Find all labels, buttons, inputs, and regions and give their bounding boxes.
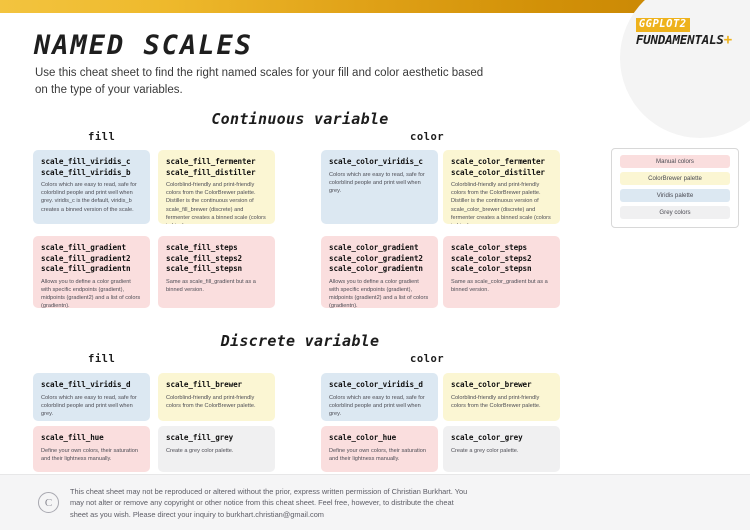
card-scale-color-gradient[interactable]: scale_color_gradient scale_color_gradien… [321, 236, 438, 308]
logo-fundamentals-label: FUNDAMENTALS [635, 32, 724, 47]
card-title-3: scale_fill_stepsn [166, 264, 243, 273]
card-scale-fill-viridis-d[interactable]: scale_fill_viridis_d Colors which are ea… [33, 373, 150, 421]
card-scale-color-hue[interactable]: scale_color_hue Define your own colors, … [321, 426, 438, 472]
card-description: Colorblind-friendly and print-friendly c… [166, 394, 256, 409]
legend-item-viridis: Viridis palette [620, 189, 730, 202]
card-title: scale_color_steps [451, 243, 528, 252]
copyright-icon: C [38, 492, 59, 513]
card-scale-color-brewer[interactable]: scale_color_brewer Colorblind-friendly a… [443, 373, 560, 421]
card-title-2: scale_color_distiller [451, 167, 545, 177]
legend-item-label: ColorBrewer palette [648, 175, 702, 182]
card-description: Create a grey color palette. [451, 447, 519, 454]
card-description: Colorblind-friendly and print-friendly c… [451, 182, 551, 224]
card-title: scale_color_fermenter [451, 157, 545, 166]
card-scale-fill-gradient[interactable]: scale_fill_gradient scale_fill_gradient2… [33, 236, 150, 308]
card-title: scale_fill_fermenter [166, 157, 256, 166]
card-title: scale_fill_steps [166, 243, 238, 252]
logo-fundamentals-text: FUNDAMENTALS+ [636, 32, 732, 48]
card-title: scale_fill_viridis_c [41, 157, 131, 166]
card-description: Define your own colors, their saturation… [329, 447, 427, 462]
section-title-discrete: Discrete variable [220, 332, 380, 350]
card-title-2: scale_fill_distiller [166, 167, 256, 177]
card-scale-fill-grey[interactable]: scale_fill_grey Create a grey color pale… [158, 426, 275, 472]
card-scale-color-viridis-d[interactable]: scale_color_viridis_d Colors which are e… [321, 373, 438, 421]
card-scale-fill-brewer[interactable]: scale_fill_brewer Colorblind-friendly an… [158, 373, 275, 421]
card-description: Allows you to define a color gradient wi… [329, 278, 429, 309]
card-title: scale_fill_grey [166, 433, 234, 442]
card-title: scale_fill_hue [41, 433, 104, 442]
column-label-discrete-fill: fill [88, 353, 116, 365]
card-description: Same as scale_color_gradient but as a bi… [451, 278, 548, 293]
card-title-2: scale_fill_steps2 [166, 253, 243, 263]
legend-item-label: Manual colors [656, 158, 694, 165]
card-title: scale_color_gradient [329, 243, 419, 252]
logo-plus-icon: + [723, 32, 732, 48]
card-title: scale_color_grey [451, 433, 523, 442]
page-subtitle: Use this cheat sheet to find the right n… [35, 67, 484, 96]
legend-box: Manual colors ColorBrewer palette Viridi… [611, 148, 739, 228]
card-title: scale_color_brewer [451, 380, 532, 389]
card-description: Colors which are easy to read, safe for … [329, 171, 425, 194]
card-title: scale_fill_brewer [166, 380, 243, 389]
card-description: Define your own colors, their saturation… [41, 447, 139, 462]
card-scale-color-fermenter[interactable]: scale_color_fermenter scale_color_distil… [443, 150, 560, 224]
card-description: Colorblind-friendly and print-friendly c… [451, 394, 541, 409]
card-scale-color-grey[interactable]: scale_color_grey Create a grey color pal… [443, 426, 560, 472]
card-title-3: scale_fill_gradientn [41, 264, 131, 273]
card-description: Colors which are easy to read, safe for … [329, 394, 425, 417]
legend-item-grey: Grey colors [620, 206, 730, 219]
card-title: scale_color_viridis_d [329, 380, 423, 389]
legend-item-label: Viridis palette [656, 192, 694, 199]
card-description: Colors which are easy to read, safe for … [41, 394, 137, 417]
card-scale-fill-hue[interactable]: scale_fill_hue Define your own colors, t… [33, 426, 150, 472]
card-title-2: scale_fill_gradient2 [41, 253, 131, 263]
card-scale-color-viridis-c[interactable]: scale_color_viridis_c Colors which are e… [321, 150, 438, 224]
card-title-3: scale_color_gradientn [329, 264, 423, 273]
legend-item-label: Grey colors [659, 209, 691, 216]
legend-item-colorbrewer: ColorBrewer palette [620, 172, 730, 185]
section-title-continuous: Continuous variable [211, 110, 389, 128]
page-header: NAMED SCALES Use this cheat sheet to fin… [0, 13, 750, 113]
logo-ggplot2-badge: GGPLOT2 [635, 18, 690, 32]
card-description: Create a grey color palette. [166, 447, 234, 454]
page-title: NAMED SCALES [34, 30, 254, 61]
card-scale-color-steps[interactable]: scale_color_steps scale_color_steps2 sca… [443, 236, 560, 308]
card-title-2: scale_color_gradient2 [329, 253, 423, 263]
card-title-3: scale_color_stepsn [451, 264, 532, 273]
page-footer: C This cheat sheet may not be reproduced… [0, 474, 750, 530]
card-description: Colorblind-friendly and print-friendly c… [166, 182, 266, 224]
card-title: scale_fill_viridis_d [41, 380, 131, 389]
top-accent-bar [0, 0, 750, 13]
brand-logo: GGPLOT2 FUNDAMENTALS+ [635, 14, 732, 48]
card-title-2: scale_color_steps2 [451, 253, 532, 263]
card-title-2: scale_fill_viridis_b [41, 167, 131, 177]
card-title: scale_color_viridis_c [329, 157, 423, 166]
column-label-continuous-color: color [410, 131, 445, 143]
card-description: Same as scale_fill_gradient but as a bin… [166, 278, 256, 293]
card-scale-fill-viridis-c[interactable]: scale_fill_viridis_c scale_fill_viridis_… [33, 150, 150, 224]
card-title: scale_fill_gradient [41, 243, 126, 252]
legend-item-manual: Manual colors [620, 155, 730, 168]
copyright-text: This cheat sheet may not be reproduced o… [70, 487, 468, 519]
card-scale-fill-steps[interactable]: scale_fill_steps scale_fill_steps2 scale… [158, 236, 275, 308]
card-title: scale_color_hue [329, 433, 397, 442]
column-label-discrete-color: color [410, 353, 445, 365]
card-description: Allows you to define a color gradient wi… [41, 278, 141, 309]
card-description: Colors which are easy to read, safe for … [41, 182, 137, 213]
column-label-continuous-fill: fill [88, 131, 116, 143]
card-scale-fill-fermenter[interactable]: scale_fill_fermenter scale_fill_distille… [158, 150, 275, 224]
